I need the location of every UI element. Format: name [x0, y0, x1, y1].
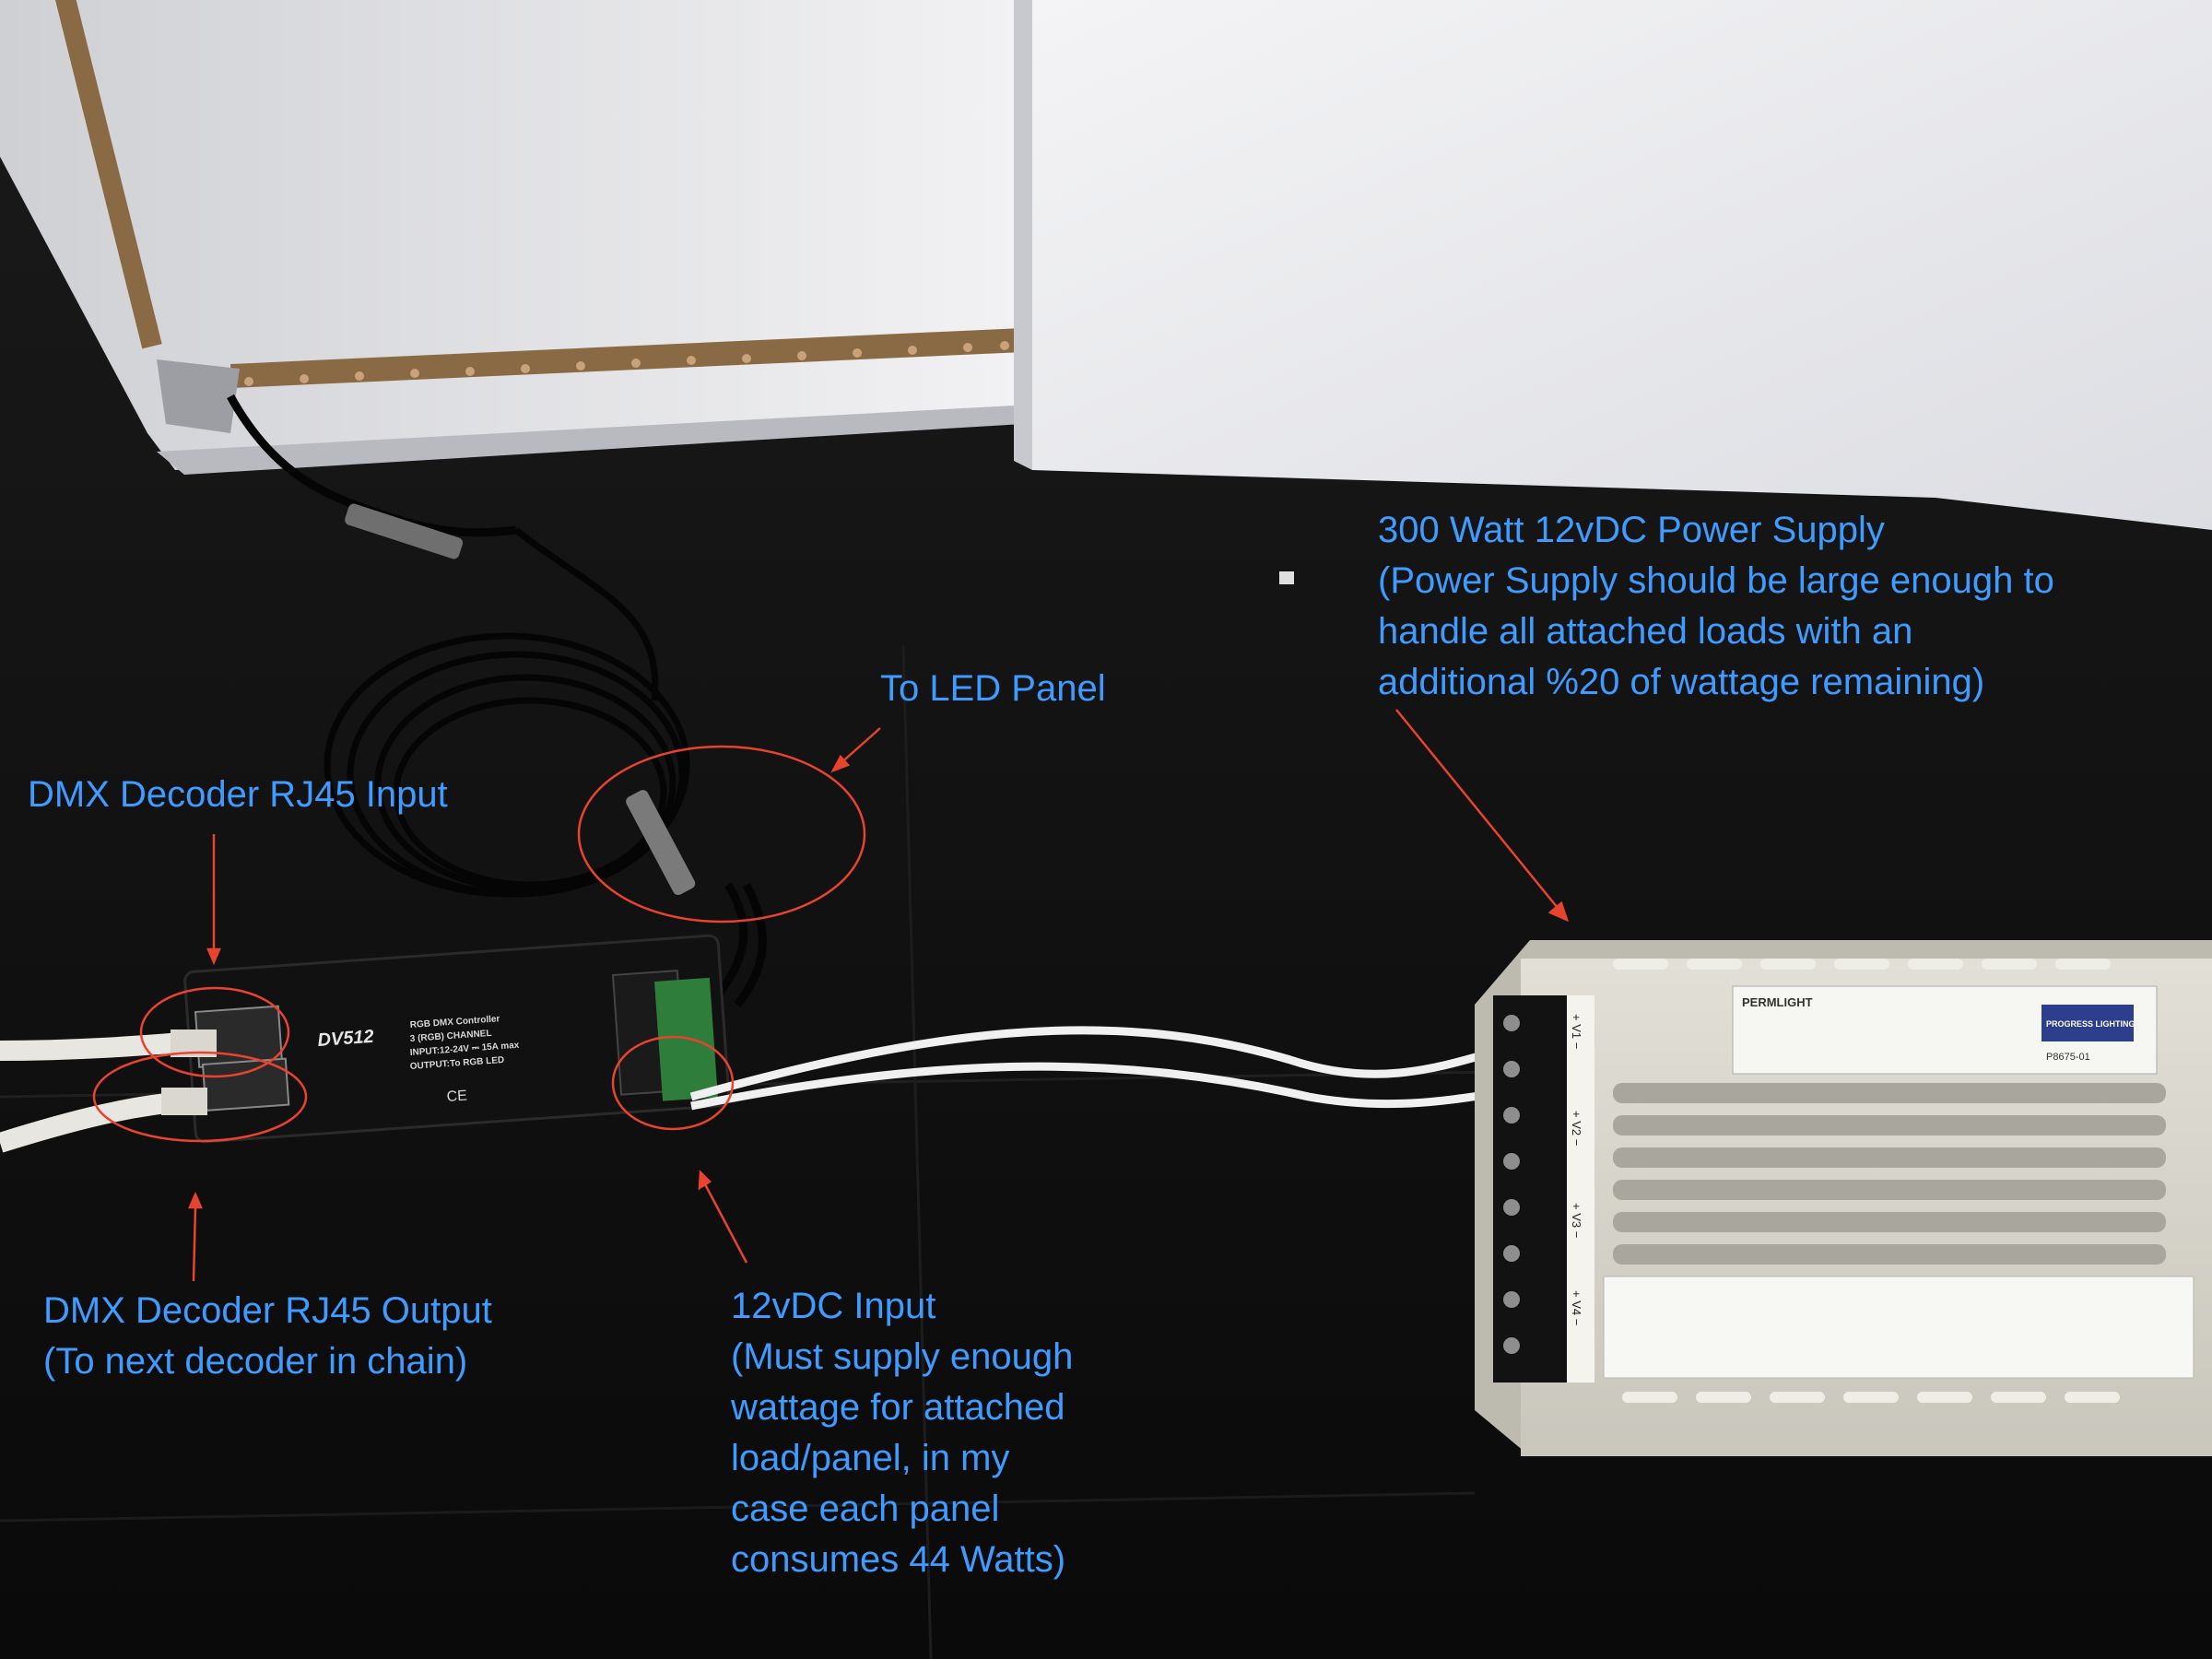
- label-line: DMX Decoder RJ45 Output: [43, 1290, 492, 1331]
- led-panel-right: [1014, 0, 2212, 530]
- callout-circles: [92, 745, 866, 1143]
- decoder-output-cable: [734, 882, 767, 1007]
- psu-brand: PERMLIGHT: [1742, 995, 1813, 1009]
- label-line: case each panel: [731, 1488, 1000, 1529]
- terminal-screws: [1503, 1015, 1520, 1354]
- svg-text:+ V1 −: + V1 −: [1570, 1014, 1583, 1049]
- floor-debris: [1279, 571, 1294, 584]
- label-dmx-output: DMX Decoder RJ45 Output (To next decoder…: [43, 1286, 492, 1387]
- svg-text:+ V2 −: + V2 −: [1570, 1111, 1583, 1146]
- label-vdc-input: 12vDC Input (Must supply enough wattage …: [731, 1281, 1073, 1585]
- floor-seam: [0, 1491, 1476, 1523]
- inline-connector: [626, 790, 696, 896]
- psu-vents: [1613, 1083, 2166, 1265]
- label-line: DMX Decoder RJ45 Input: [28, 774, 448, 815]
- led-panel-left: [0, 0, 1024, 475]
- decoder-model: DV512: [317, 1027, 375, 1051]
- callout-rj45-input: [139, 986, 290, 1078]
- label-line: 300 Watt 12vDC Power Supply: [1378, 510, 1885, 550]
- callout-dc-input: [611, 1035, 735, 1131]
- label-line: consumes 44 Watts): [731, 1539, 1066, 1580]
- rj45-input-cable: [0, 1031, 194, 1061]
- terminal-labels: + V1 − + V2 − + V3 − + V4 −: [1570, 1014, 1583, 1325]
- label-line: To LED Panel: [880, 668, 1106, 709]
- decoder-ce-mark: CE: [446, 1088, 467, 1105]
- svg-text:+ V3 −: + V3 −: [1570, 1203, 1583, 1238]
- callout-led-panel: [577, 745, 866, 924]
- floor-seam: [901, 644, 933, 1659]
- label-line: (Must supply enough: [731, 1336, 1074, 1377]
- wiring-diagram: [1603, 1276, 2194, 1379]
- label-line: handle all attached loads with an: [1378, 611, 1913, 652]
- psu-part: P8675-01: [2046, 1052, 2090, 1063]
- psu-top-slots: [1613, 959, 2111, 970]
- label-line: load/panel, in my: [731, 1438, 1010, 1478]
- label-to-led-panel: To LED Panel: [880, 664, 1106, 714]
- label-line: (Power Supply should be large enough to: [1378, 560, 2054, 601]
- callout-arrows: [188, 709, 1570, 1282]
- led-strip-dots: [244, 341, 1009, 386]
- dc-input-cable: [689, 1026, 1540, 1101]
- callout-rj45-output: [92, 1051, 308, 1143]
- label-line: (To next decoder in chain): [43, 1341, 468, 1382]
- panel-connector: [345, 503, 464, 559]
- label-line: wattage for attached: [731, 1387, 1065, 1428]
- label-dmx-input: DMX Decoder RJ45 Input: [28, 770, 448, 820]
- label-power-supply: 300 Watt 12vDC Power Supply (Power Suppl…: [1378, 505, 2054, 708]
- psu-logo: PROGRESS LIGHTING: [2046, 1019, 2136, 1029]
- svg-text:+ V4 −: + V4 −: [1570, 1290, 1583, 1325]
- label-line: additional %20 of wattage remaining): [1378, 662, 1985, 702]
- psu-bottom-slots: [1622, 1392, 2120, 1403]
- coiled-cable: [324, 527, 690, 898]
- power-supply: PERMLIGHT PROGRESS LIGHTING P8675-01 + V…: [1475, 940, 2212, 1456]
- dmx-decoder: DV512 RGB DMX Controller 3 (RGB) CHANNEL…: [183, 934, 731, 1144]
- label-line: 12vDC Input: [731, 1286, 936, 1326]
